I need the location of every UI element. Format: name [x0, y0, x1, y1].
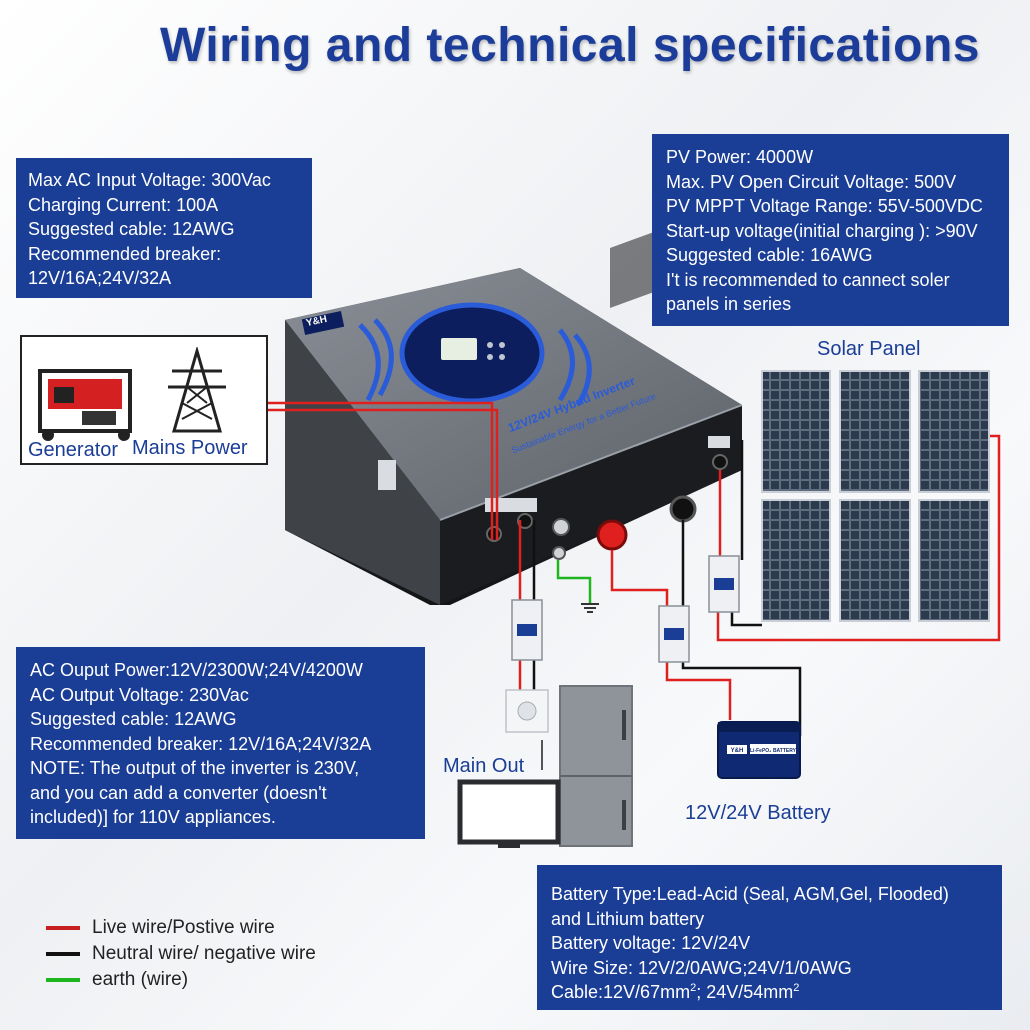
spec-line: 12V/16A;24V/32A [28, 268, 172, 288]
spec-line: included)] for 110V appliances. [30, 807, 276, 827]
spec-line: Recommended breaker: 12V/16A;24V/32A [30, 733, 372, 754]
live-wires [264, 401, 1001, 720]
legend-swatch-earth [46, 978, 80, 982]
legend-label: earth (wire) [92, 969, 189, 990]
earth-wire [556, 560, 592, 603]
cable-sup: 2 [690, 982, 697, 994]
spec-line: Suggested cable: 12AWG [30, 709, 237, 729]
spec-line: AC Ouput Power:12V/2300W;24V/4200W [30, 660, 363, 680]
spec-line: Start-up voltage(initial charging ): >90… [666, 220, 978, 241]
mains-power-label: Mains Power [132, 437, 248, 459]
spec-line: Suggested cable: 12AWG [28, 219, 235, 239]
pv-spec-box: PV Power: 4000W Max. PV Open Circuit Vol… [652, 134, 1009, 326]
legend-item: Neutral wire/ negative wire [46, 941, 316, 967]
spec-line: panels in series [666, 294, 792, 314]
spec-line: Wire Size: 12V/2/0AWG;24V/1/0AWG [551, 957, 852, 978]
spec-line: Recommended breaker: [28, 243, 222, 264]
svg-text:Y&H: Y&H [731, 748, 744, 754]
mains-power-icon [168, 347, 226, 433]
ac-output-spec-box: AC Ouput Power:12V/2300W;24V/4200W AC Ou… [16, 647, 425, 839]
main-out-label: Main Out [443, 755, 525, 777]
spec-line: NOTE: The output of the inverter is 230V… [30, 758, 360, 778]
legend-swatch-live [46, 926, 80, 930]
battery-spec-box: Battery Type:Lead-Acid (Seal, AGM,Gel, F… [537, 865, 1002, 1010]
spec-line: PV MPPT Voltage Range: 55V-500VDC [666, 196, 983, 216]
battery-label: 12V/24V Battery [685, 802, 831, 824]
ac-input-source-frame: Generator Mains Power [20, 335, 268, 465]
solar-panel-label: Solar Panel [817, 338, 921, 360]
svg-text:Li-FePO₄ BATTERY: Li-FePO₄ BATTERY [750, 748, 797, 754]
spec-line: Charging Current: 100A [28, 194, 219, 215]
spec-line: and Lithium battery [551, 908, 705, 929]
generator-label: Generator [28, 439, 119, 461]
spec-line: Battery voltage: 12V/24V [551, 933, 751, 953]
legend-label: Live wire/Postive wire [92, 917, 275, 938]
cable-sup: 2 [793, 982, 800, 994]
legend-swatch-neutral [46, 952, 80, 956]
cable-prefix: Cable:12V/67mm [551, 982, 691, 1002]
spec-line: I't is recommended to cannect soler [666, 269, 950, 290]
legend-item: earth (wire) [46, 967, 188, 993]
spec-line: Suggested cable: 16AWG [666, 245, 873, 265]
solar-panels [761, 370, 990, 622]
page-title: Wiring and technical specifications [160, 19, 980, 72]
spec-line: AC Output Voltage: 230Vac [30, 684, 249, 705]
cable-mid: ; 24V/54mm [696, 982, 794, 1002]
breakers [511, 555, 740, 663]
spec-line: PV Power: 4000W [666, 147, 814, 167]
legend-label: Neutral wire/ negative wire [92, 943, 316, 964]
spec-line: Battery Type:Lead-Acid (Seal, AGM,Gel, F… [551, 884, 949, 904]
battery-illustration: Y&H Li-FePO₄ BATTERY [717, 721, 801, 779]
spec-line: Max. PV Open Circuit Voltage: 500V [666, 171, 957, 192]
spec-line: Max AC Input Voltage: 300Vac [28, 170, 271, 190]
ground-symbol [581, 603, 599, 613]
main-out-appliances [457, 685, 633, 848]
spec-line-cable: Cable:12V/67mm2; 24V/54mm2 [551, 980, 988, 1005]
spec-line: and you can add a converter (doesn't [30, 782, 327, 803]
inverter [285, 211, 743, 605]
generator-icon [38, 369, 132, 441]
ac-input-spec-box: Max AC Input Voltage: 300Vac Charging Cu… [16, 158, 312, 298]
legend-item: Live wire/Postive wire [46, 915, 275, 941]
